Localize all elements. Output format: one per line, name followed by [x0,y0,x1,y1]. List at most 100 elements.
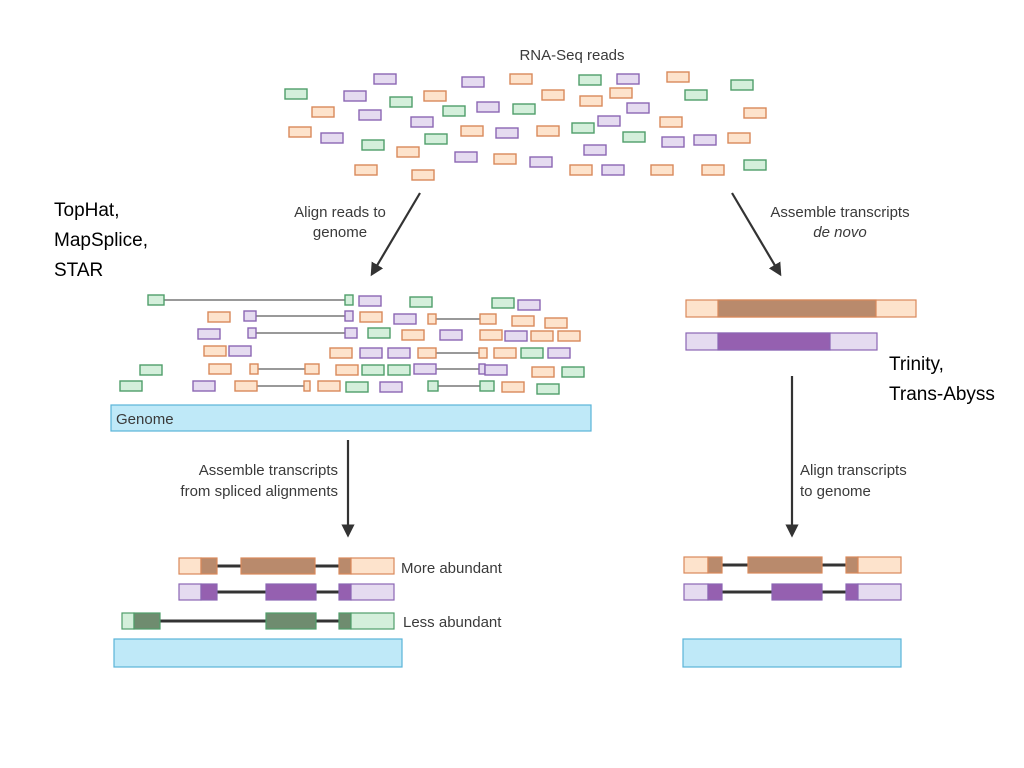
sequencing-read [529,156,553,168]
sequencing-read [354,164,378,176]
spliced-read-segment [344,310,354,322]
sequencing-read [622,131,646,143]
spliced-read-segment [249,363,259,375]
sequencing-read [509,73,533,85]
sequencing-read [411,169,435,181]
sequencing-read [493,347,517,359]
less-abundant-label: Less abundant [403,614,502,631]
alignment-tool-1: TopHat, [54,200,119,221]
sequencing-read [119,380,143,392]
exon-block [265,612,317,630]
sequencing-read [511,315,535,327]
sequencing-read [424,133,448,145]
spliced-read-segment [344,327,358,339]
exon-block [747,556,823,574]
align-transcripts-label-line1: Align transcripts [800,462,907,479]
sequencing-read [541,89,565,101]
sequencing-read [379,381,403,393]
denovo-transcript-cds [717,332,831,351]
sequencing-read [228,345,252,357]
sequencing-read [583,144,607,156]
sequencing-read [442,105,466,117]
genome-label: Genome [116,411,174,428]
genome-bar-bottom-right [682,638,902,668]
spliced-read-segment [243,310,257,322]
sequencing-read [208,363,232,375]
sequencing-read [493,153,517,165]
exon-block [683,583,709,601]
sequencing-read [597,115,621,127]
sequencing-read [288,126,312,138]
sequencing-read [320,132,344,144]
sequencing-read [616,73,640,85]
sequencing-read [359,311,383,323]
spliced-read-segment [234,380,258,392]
sequencing-read [501,381,525,393]
exon-block [178,583,202,601]
sequencing-read [743,107,767,119]
sequencing-read [373,73,397,85]
sequencing-read [387,347,411,359]
sequencing-read [389,96,413,108]
exon-block [265,583,317,601]
exon-block [707,583,723,601]
sequencing-read [479,329,503,341]
exon-block [338,583,352,601]
assemble-spliced-label-line1: Assemble transcripts [199,462,338,479]
exon-block [200,557,218,575]
exon-block [338,557,352,575]
exon-block [845,583,859,601]
spliced-read-segment [247,327,257,339]
sequencing-read [530,330,554,342]
alignment-tool-3: STAR [54,260,103,281]
sequencing-read [387,364,411,376]
spliced-read-segment [344,294,354,306]
sequencing-read [311,106,335,118]
sequencing-read [460,125,484,137]
sequencing-read [335,364,359,376]
sequencing-read [601,164,625,176]
sequencing-read [139,364,163,376]
align-reads-label-line2: genome [313,224,367,241]
assemble-denovo-arrow [731,192,782,277]
sequencing-read [557,330,581,342]
exon-block [200,583,218,601]
sequencing-read [666,71,690,83]
assemble-spliced-label-line2: from spliced alignments [180,483,338,500]
spliced-read-segment [479,313,497,325]
assembly-tool-1: Trinity, [889,354,944,375]
sequencing-read [343,90,367,102]
alignment-tool-2: MapSplice, [54,230,148,251]
exon-block [350,612,395,630]
sequencing-read [579,95,603,107]
exon-block [121,612,135,630]
assembly-tool-2: Trans-Abyss [889,384,995,405]
sequencing-read [561,366,585,378]
sequencing-read [727,132,751,144]
spliced-read-segment [479,380,495,392]
sequencing-read [317,380,341,392]
exon-block [845,556,859,574]
sequencing-read [439,329,463,341]
sequencing-read [207,311,231,323]
gene-models-left [121,557,395,630]
sequencing-read [650,164,674,176]
sequencing-read [197,328,221,340]
spliced-read-segment [413,363,437,375]
sequencing-read [544,317,568,329]
sequencing-read [359,347,383,359]
sequencing-read [329,347,353,359]
spliced-read-segment [147,294,165,306]
sequencing-read [461,76,485,88]
sequencing-read [409,296,433,308]
sequencing-read [701,164,725,176]
spliced-read-segment [417,347,437,359]
sequencing-read [284,88,308,100]
denovo-transcripts [685,299,917,351]
sequencing-read [609,87,633,99]
sequencing-read [367,327,391,339]
exon-block [350,557,395,575]
sequencing-read [423,90,447,102]
reads-cloud [284,71,767,181]
